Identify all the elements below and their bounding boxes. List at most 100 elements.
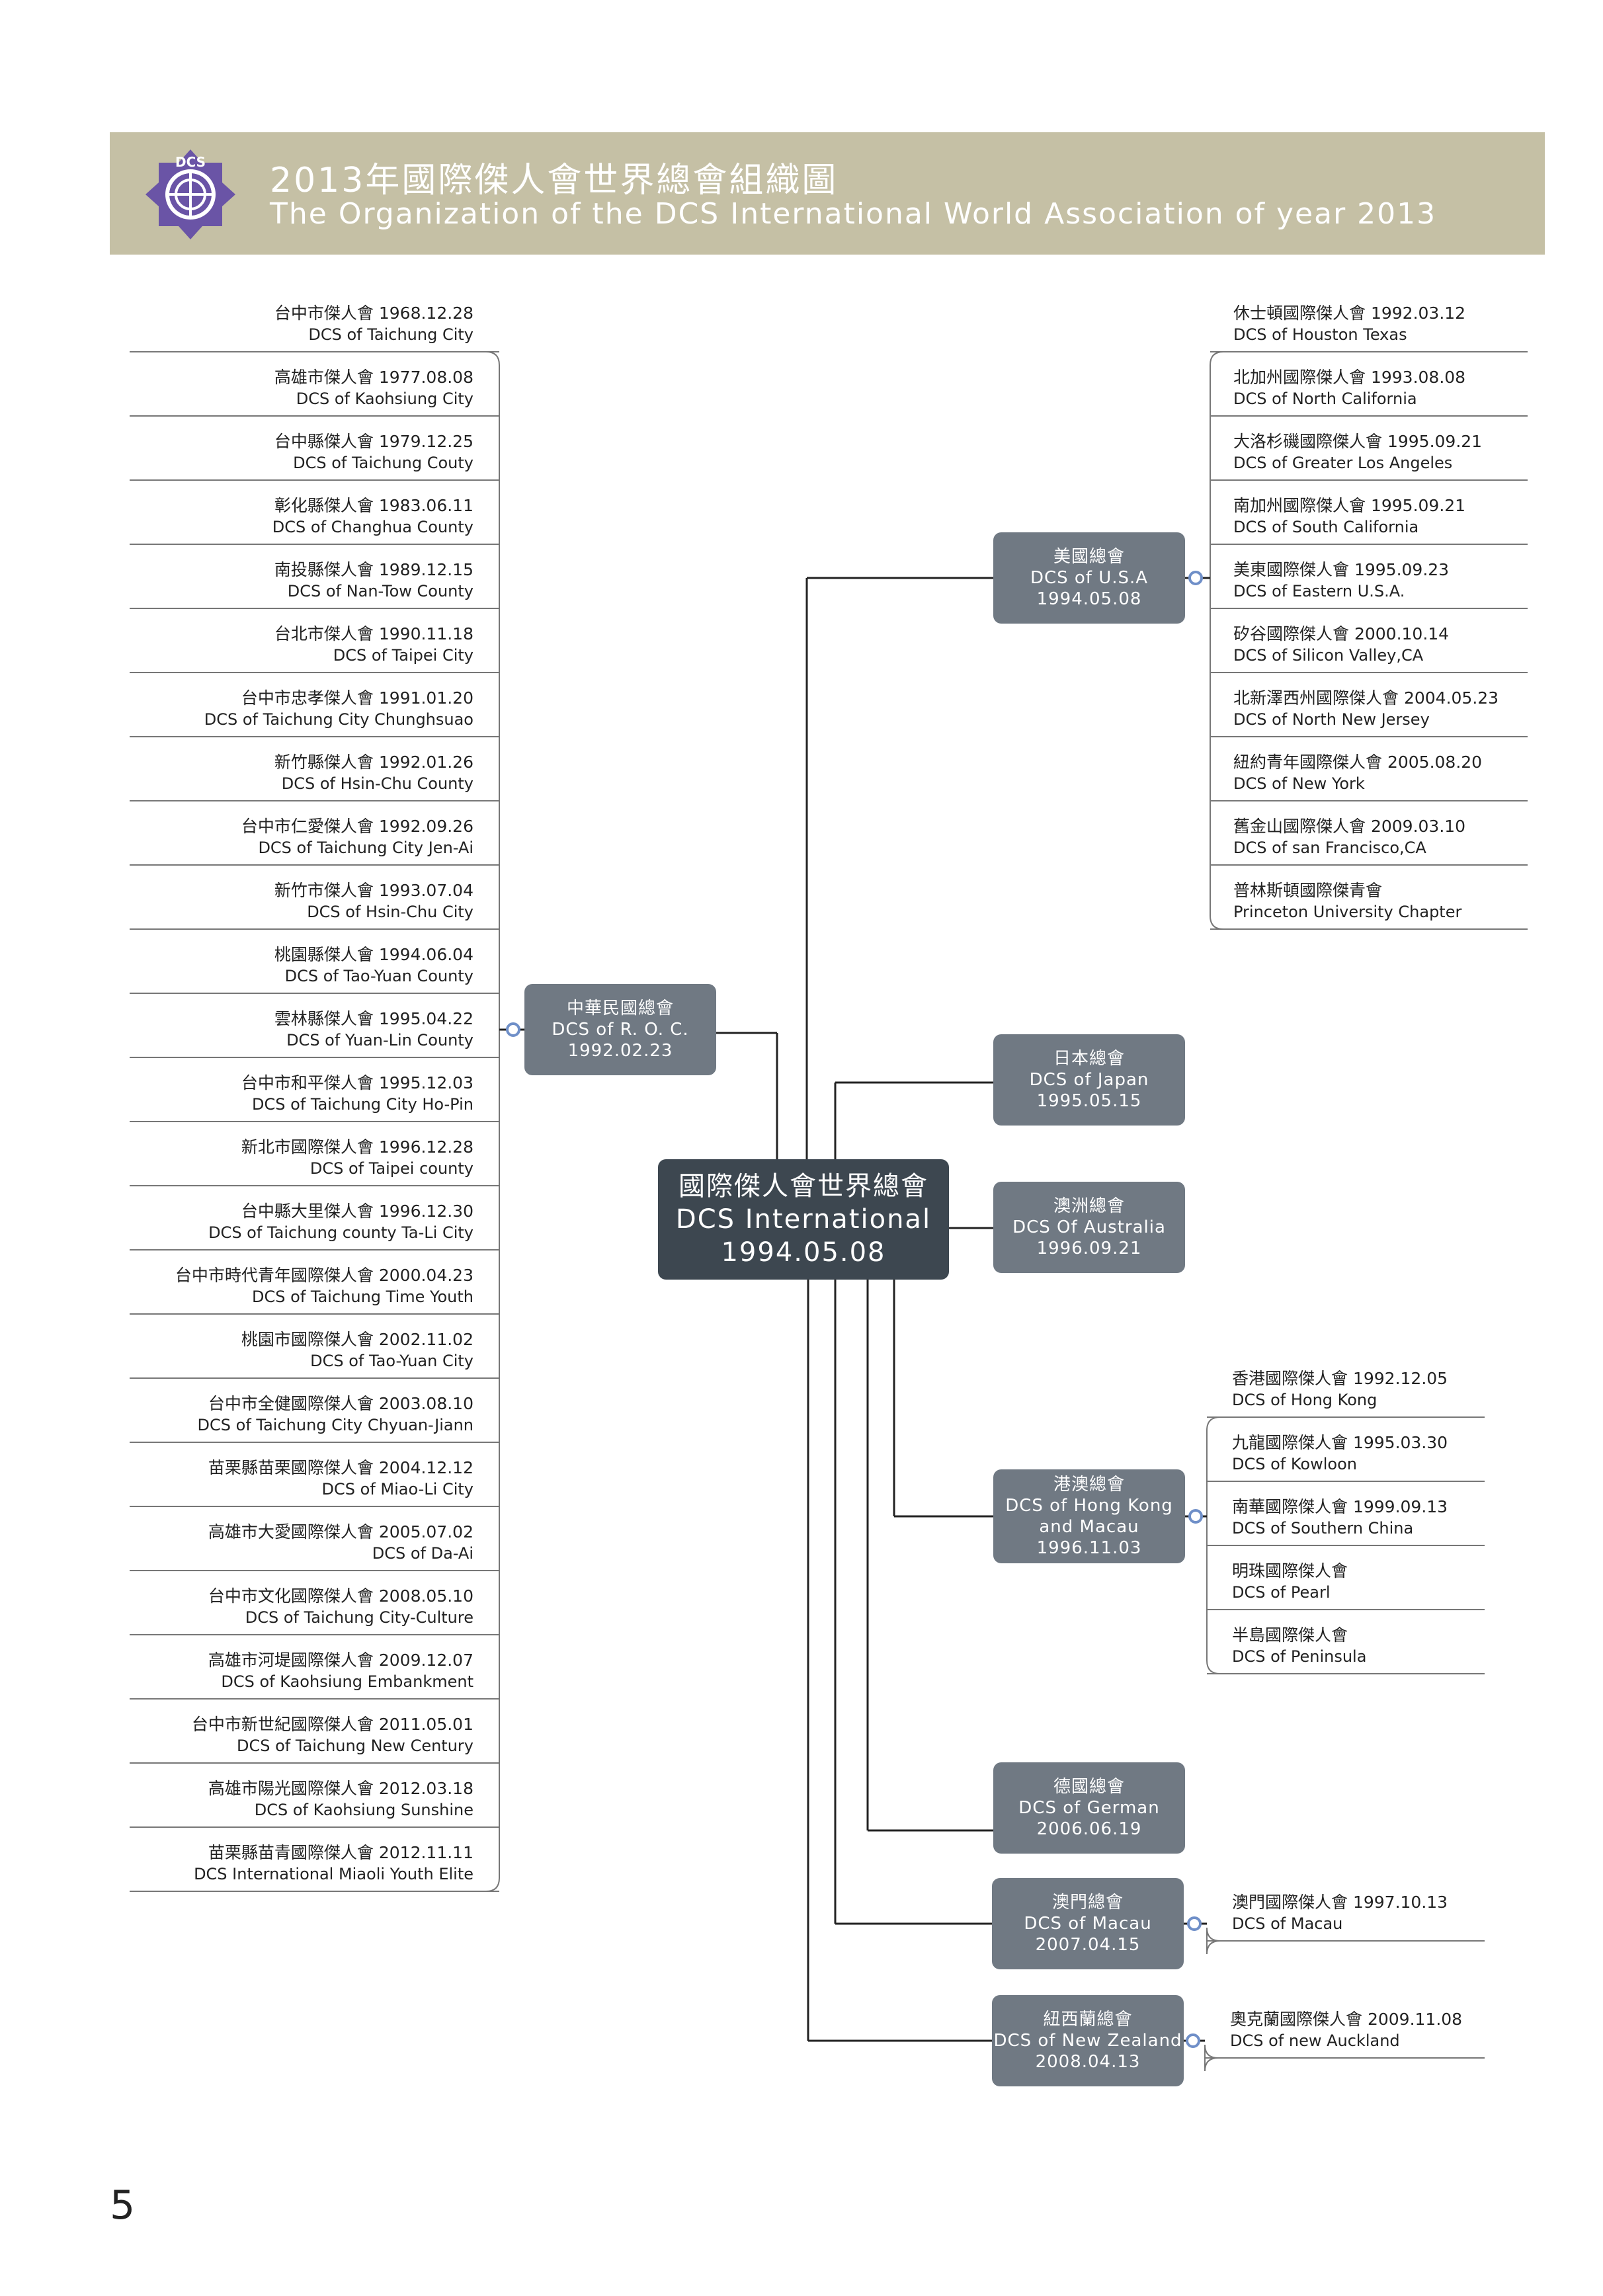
dcs-logo-icon: DCS [145,149,235,239]
chapter-name-zh: 奧克蘭國際傑人會 2009.11.08 [1230,2010,1463,2029]
chapter-name-en: DCS of Taichung City-Culture [245,1608,473,1627]
center-node-date: 1994.05.08 [721,1237,886,1268]
chapter-name-zh: 台中縣傑人會 1979.12.25 [274,432,473,451]
usa-node-date: 1994.05.08 [1036,589,1142,609]
chapter-name-zh: 台中市全健國際傑人會 2003.08.10 [208,1394,473,1413]
chapter-name-zh: 桃園市國際傑人會 2002.11.02 [241,1330,473,1349]
newzealand-node-date: 2008.04.13 [1035,2052,1141,2072]
chapter-name-zh: 美東國際傑人會 1995.09.23 [1233,560,1450,579]
chapter-name-en: DCS of Pearl [1232,1583,1331,1602]
chapter-name-en: DCS of Eastern U.S.A. [1233,582,1405,600]
chapter-name-en: DCS of Taichung City Chyuan-Jiann [197,1416,473,1434]
chapter-name-zh: 高雄市河堤國際傑人會 2009.12.07 [208,1651,473,1670]
chapter-name-zh: 新竹縣傑人會 1992.01.26 [274,753,473,772]
chapter-name-en: DCS of Changhua County [272,518,473,536]
macau-node: 澳門總會 DCS of Macau 2007.04.15 [992,1878,1184,1969]
chapter-name-zh: 台中市忠孝傑人會 1991.01.20 [241,688,473,708]
hongkong-node-en: DCS of Hong Kong [1005,1496,1173,1516]
chapter-name-en: DCS of Macau [1232,1914,1343,1933]
chapter-name-zh: 紐約青年國際傑人會 2005.08.20 [1233,753,1483,772]
chapter-name-en: DCS of Southern China [1232,1519,1414,1538]
german-node: 德國總會 DCS of German 2006.06.19 [993,1762,1185,1854]
chapter-name-zh: 台中市仁愛傑人會 1992.09.26 [241,817,473,836]
chapter-name-en: DCS of Houston Texas [1233,325,1407,344]
connector-dot [1188,1509,1203,1524]
chapter-name-zh: 台中市傑人會 1968.12.28 [274,304,473,323]
chapter-name-zh: 苗栗縣苗栗國際傑人會 2004.12.12 [208,1458,473,1477]
chapter-name-zh: 台中市新世紀國際傑人會 2011.05.01 [191,1715,473,1734]
chapter-name-zh: 台北市傑人會 1990.11.18 [274,624,473,643]
chapter-name-zh: 台中市和平傑人會 1995.12.03 [241,1073,473,1092]
chapter-name-en: DCS of Nan-Tow County [287,582,473,600]
chapter-name-en: DCS of san Francisco,CA [1233,839,1426,857]
australia-node-en: DCS Of Australia [1012,1217,1166,1237]
chapter-name-zh: 南華國際傑人會 1999.09.13 [1232,1497,1448,1516]
chapter-name-en: DCS of Yuan-Lin County [286,1031,473,1049]
chapter-name-en: DCS of Kaohsiung City [296,390,473,408]
bracket-spine [1204,2044,1219,2072]
chapter-name-zh: 澳門國際傑人會 1997.10.13 [1232,1893,1448,1912]
chapter-name-zh: 北加州國際傑人會 1993.08.08 [1233,368,1466,387]
chapter-name-zh: 北新澤西州國際傑人會 2004.05.23 [1233,688,1499,708]
chapter-name-zh: 雲林縣傑人會 1995.04.22 [274,1009,473,1028]
connector-dot [1186,2033,1200,2048]
chapter-name-zh: 台中市時代青年國際傑人會 2000.04.23 [175,1266,473,1285]
chapter-name-en: DCS of North New Jersey [1233,710,1430,729]
chapter-name-en: DCS of Taichung Couty [293,454,473,472]
chapter-name-en: DCS of New York [1233,774,1365,793]
macau-node-en: DCS of Macau [1024,1914,1152,1934]
chapter-name-en: DCS of Tao-Yuan County [284,967,473,985]
chapter-name-en: DCS of Taipei county [309,1159,473,1178]
chapter-name-zh: 高雄市傑人會 1977.08.08 [274,368,473,387]
chapter-name-en: DCS of Miao-Li City [321,1480,473,1498]
usa-node-en: DCS of U.S.A [1030,568,1149,588]
german-node-en: DCS of German [1018,1798,1160,1818]
bracket-spine [1206,1927,1221,1955]
chapter-name-zh: 香港國際傑人會 1992.12.05 [1232,1369,1448,1388]
roc-node-en: DCS of R. O. C. [552,1020,689,1040]
chapter-name-en: DCS of Greater Los Angeles [1233,454,1453,472]
macau-node-zh: 澳門總會 [1051,1893,1124,1912]
chapter-name-en: DCS of Taipei City [333,646,473,665]
chapter-name-en: DCS of Peninsula [1232,1647,1367,1666]
hongkong-node: 港澳總會 DCS of Hong Kong and Macau 1996.11.… [993,1469,1185,1563]
chapter-name-zh: 新竹市傑人會 1993.07.04 [274,881,473,900]
center-node-zh: 國際傑人會世界總會 [678,1171,928,1202]
hongkong-node-date: 1996.11.03 [1036,1538,1142,1558]
bracket-spine [1206,1416,1221,1674]
german-node-date: 2006.06.19 [1036,1819,1142,1839]
chapter-name-zh: 九龍國際傑人會 1995.03.30 [1232,1433,1448,1452]
page-title-en: The Organization of the DCS Internationa… [270,197,1437,231]
australia-node-date: 1996.09.21 [1036,1239,1142,1258]
chapter-name-zh: 高雄市陽光國際傑人會 2012.03.18 [208,1779,473,1798]
chapter-name-en: DCS of Taichung New Century [236,1737,473,1755]
roc-node-zh: 中華民國總會 [566,999,674,1018]
